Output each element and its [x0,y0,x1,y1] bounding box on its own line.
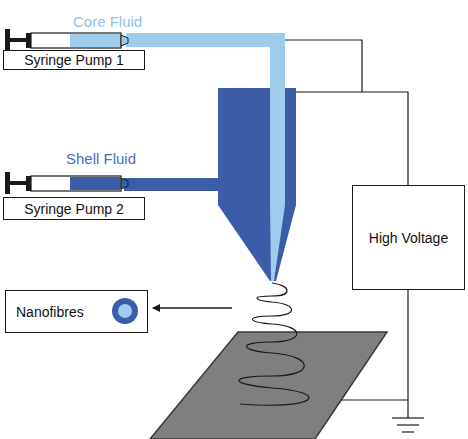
fluid-label: Shell Fluid [66,150,136,167]
syringe-2 [5,172,128,194]
output-box: Nanofibres [5,290,148,333]
shell-tube [124,178,220,191]
box-text: Syringe Pump 2 [24,201,124,217]
box-text: High Voltage [369,230,448,246]
fibre-core [118,304,132,318]
pump-label-box: Syringe Pump 1 [3,50,145,70]
core-tube [126,33,285,281]
syringe-1 [5,29,128,51]
fibre-jet [239,283,309,405]
box-text: Syringe Pump 1 [24,52,124,68]
fibre-cross-section [112,298,138,324]
box-text: Nanofibres [16,304,84,320]
collector-plate [150,332,387,439]
power-supply-box: High Voltage [352,185,465,290]
pump-label-box: Syringe Pump 2 [3,197,145,220]
fluid-label: Core Fluid [73,13,142,30]
pointer-arrow [153,307,232,308]
